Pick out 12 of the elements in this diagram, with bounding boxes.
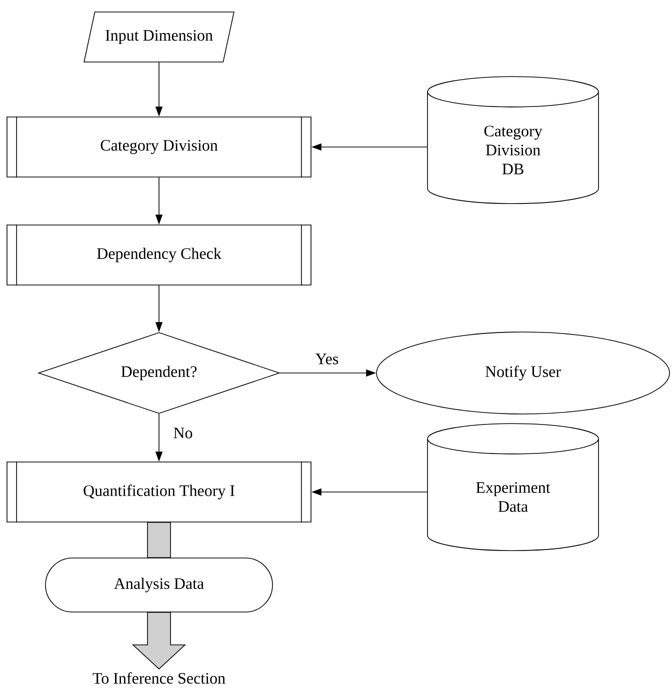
edge-label: Yes — [314, 352, 340, 366]
edge-label: No — [172, 426, 194, 440]
block-arrow — [132, 612, 186, 670]
database-cylinder: Experiment Data — [427, 423, 599, 552]
block-connector — [147, 522, 171, 558]
output-text: To Inference Section — [92, 672, 226, 684]
process-box: Quantification Theory I — [6, 461, 312, 523]
rounded-box: Analysis Data — [45, 558, 273, 612]
database-cylinder: Category Division DB — [427, 76, 599, 204]
input-parallelogram: Input Dimension — [84, 12, 234, 62]
process-box: Dependency Check — [6, 224, 312, 286]
process-box: Category Division — [6, 116, 312, 178]
